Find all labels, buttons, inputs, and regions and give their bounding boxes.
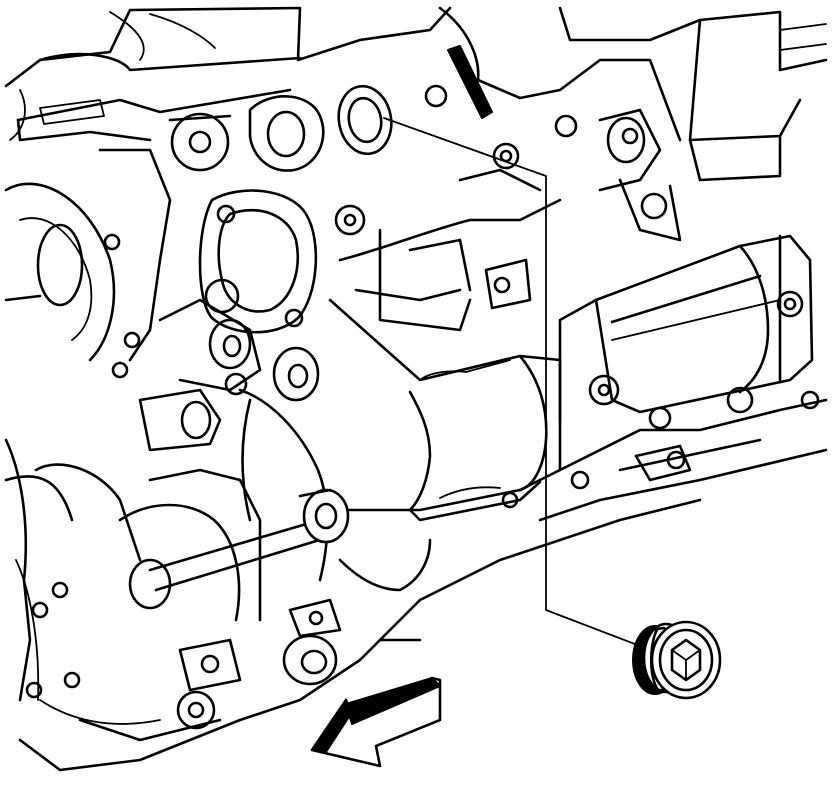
oil-gallery-rod bbox=[148, 518, 322, 572]
cylinder-bore bbox=[4, 182, 116, 362]
o-ring bbox=[337, 84, 393, 156]
pump-flange bbox=[198, 189, 318, 334]
upper-deck-outline bbox=[4, 6, 452, 88]
direction-arrow-icon bbox=[310, 676, 442, 768]
crankcase-window bbox=[328, 298, 562, 512]
leader-line bbox=[383, 117, 641, 647]
right-barrel bbox=[594, 234, 814, 414]
engine-block-illustration bbox=[4, 6, 828, 772]
hex-socket-plug-icon bbox=[632, 620, 722, 700]
